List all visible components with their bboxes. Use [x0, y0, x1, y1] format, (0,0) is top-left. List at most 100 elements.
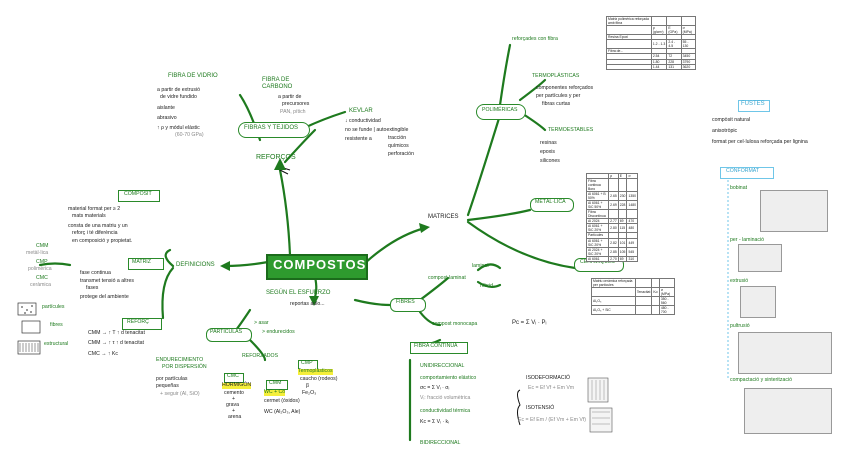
table-cell: E (GPa) — [666, 25, 682, 35]
table-cell — [608, 209, 619, 220]
table-cell: Partícules — [585, 232, 610, 239]
table-cell: 2.65 — [608, 191, 619, 202]
fibres-node — [390, 298, 426, 312]
table-cell: Kᵢc — [651, 287, 660, 297]
table-cell: 470 — [626, 218, 638, 225]
laminacio-image — [738, 244, 782, 272]
table-row: ρ (g/cm³)E (GPa)σ (MPa) — [606, 25, 697, 35]
table-cell: 480 — [626, 223, 638, 234]
fibres-icon — [21, 320, 41, 334]
table-cell: 2.70 — [608, 255, 619, 262]
table-row: Matriz polimérica reforçada amb fibra — [606, 16, 697, 26]
table-cell: 105 — [617, 246, 628, 257]
table-cell: 69 — [617, 255, 628, 262]
table-cell: 2.69 — [608, 200, 619, 211]
table-cell — [606, 39, 652, 50]
isodeformacio-diagram — [587, 377, 609, 403]
table-cell: 1.44 — [650, 63, 668, 70]
central-node — [266, 254, 368, 280]
table-cell: Fibra Discontinua — [585, 209, 610, 220]
cmm-tag — [266, 380, 288, 390]
kevlar-title: KEVLAR — [349, 108, 373, 114]
table-cell: Al 2024 — [585, 218, 610, 225]
isotensio-diagram — [589, 407, 613, 433]
table-cell — [680, 16, 697, 26]
bobinat-image — [760, 190, 828, 232]
matriz-node — [128, 258, 164, 270]
table-cell: ρ (g/cm³) — [650, 25, 668, 35]
table-cell — [651, 296, 660, 306]
central-title: COMPOSTOS — [273, 257, 367, 272]
table-cell: 449 — [626, 237, 638, 248]
fibra-vidrio-title: FIBRA DE VIDRIO — [168, 73, 218, 79]
pultrusio-image — [738, 332, 832, 374]
particles-icon — [17, 302, 37, 316]
table-cell: Al 6061 + SiC 20% — [585, 223, 610, 234]
table-cell: 115 — [617, 223, 628, 234]
table-cell — [651, 278, 660, 288]
fibras-tejidos-node — [238, 122, 310, 138]
table-cell — [606, 25, 652, 35]
table-cell — [680, 33, 697, 41]
definicions-label: DEFINICIONS — [176, 262, 215, 268]
table-row: Matriu ceràmica reforçada per partícules — [591, 278, 676, 288]
fibras-tejidos-label: FIBRAS Y TEJIDOS — [244, 125, 299, 131]
table-cell: 228 — [617, 200, 628, 211]
table-cell — [626, 209, 638, 220]
table-cell — [608, 178, 619, 193]
table-cell — [634, 305, 653, 315]
table-row: Resina Epoxi — [606, 33, 697, 41]
table-cell: Al₂O₃ + SiC — [591, 305, 636, 315]
table-cell: Al 2024 + SiC 20% — [585, 246, 610, 257]
table-cell: 3620 — [680, 63, 697, 70]
table-cell — [650, 16, 668, 26]
table-cell — [658, 278, 676, 288]
table-cell — [585, 172, 610, 180]
table-cell: 545 — [626, 246, 638, 257]
table-cell — [617, 178, 628, 193]
table-cell: 480 - 700 — [658, 305, 676, 315]
table-cell: Tenacitat — [634, 287, 653, 297]
ceramic-matrix-table: Matriu ceràmica reforçada per partícules… — [591, 278, 676, 315]
table-cell: 55 - 130 — [680, 39, 697, 50]
link-central-reforcos — [278, 168, 292, 257]
table-cell: 2.82 — [608, 237, 619, 248]
table-cell: 2.4 - 4.5 — [666, 39, 682, 50]
table-cell: 350 - 560 — [658, 296, 676, 306]
table-cell: 1350 — [626, 191, 638, 202]
table-cell: Matriz polimérica reforçada amb fibra — [606, 16, 652, 26]
table-cell: Matriu ceràmica reforçada per partícules — [591, 278, 636, 288]
table-cell — [634, 278, 653, 288]
link-central-matrices — [363, 226, 427, 265]
table-cell: E — [617, 172, 628, 180]
table-cell: σ (MPa) — [658, 287, 676, 297]
sinteritzacio-image — [744, 388, 832, 434]
metalica-node — [530, 198, 574, 212]
conformat-node — [720, 167, 774, 179]
table-cell — [651, 305, 660, 315]
table-cell: 230 — [617, 191, 628, 202]
table-row: Fibra continua Boro — [585, 178, 638, 193]
table-cell — [606, 63, 652, 70]
table-cell — [626, 178, 638, 193]
table-cell — [626, 232, 638, 239]
table-cell: 69 — [617, 218, 628, 225]
polimericas-node — [476, 104, 526, 120]
table-cell: Al 6061 + SiC 50% — [585, 200, 610, 211]
table-cell: Fibra continua Boro — [585, 178, 610, 193]
table-cell: Resina Epoxi — [606, 33, 652, 41]
table-cell — [591, 287, 636, 297]
table-cell — [617, 209, 628, 220]
table-cell: Al 6061 — [585, 255, 610, 262]
cmc-tag — [224, 373, 244, 383]
table-cell — [617, 232, 628, 239]
